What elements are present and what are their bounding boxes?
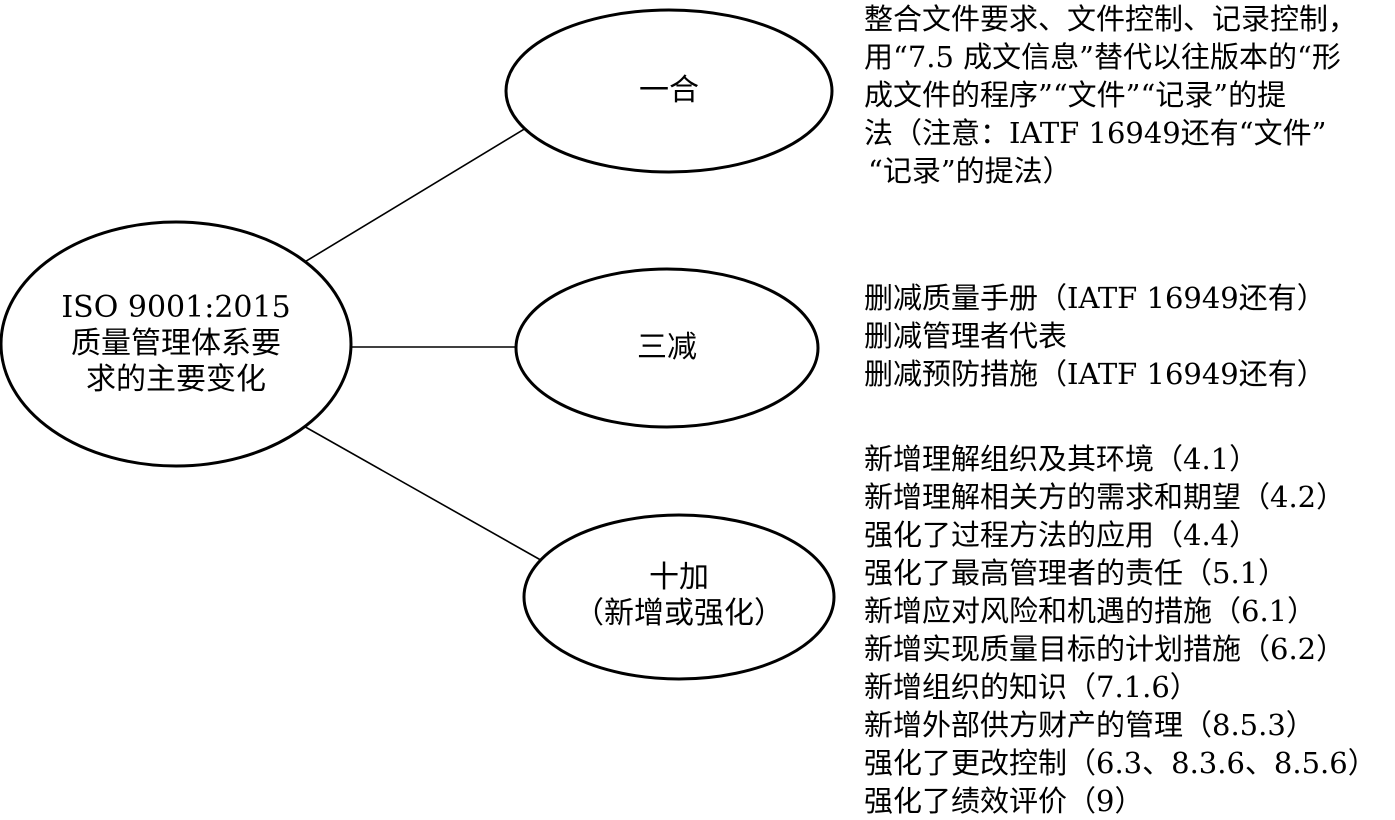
root-label-line: ISO 9001:2015	[61, 290, 291, 325]
root-label-line: 质量管理体系要	[71, 326, 281, 361]
branch-label-yihe: 一合	[569, 73, 769, 109]
detail-line: 新增外部供方财产的管理（8.5.3）	[864, 708, 1315, 742]
detail-line: 整合文件要求、文件控制、记录控制，	[864, 2, 1358, 36]
details-sanjian: 删减质量手册（IATF 16949还有） 删减管理者代表 删减预防措施（IATF…	[864, 279, 1326, 393]
detail-line: 删减预防措施（IATF 16949还有）	[864, 357, 1326, 391]
branch-node-yihe	[504, 8, 834, 174]
detail-line: 删减质量手册（IATF 16949还有）	[864, 281, 1326, 315]
detail-line: 新增理解相关方的需求和期望（4.2）	[864, 480, 1346, 514]
detail-line: 新增实现质量目标的计划措施（6.2）	[864, 632, 1346, 666]
root-label-line: 求的主要变化	[86, 362, 266, 397]
branch-label-sanjian: 三减	[567, 330, 767, 366]
connector-root-shijia	[292, 419, 547, 564]
detail-line: “记录”的提法）	[868, 154, 1072, 188]
detail-line: 新增理解组织及其环境（4.1）	[864, 442, 1259, 476]
details-shijia: 新增理解组织及其环境（4.1） 新增理解相关方的需求和期望（4.2） 强化了过程…	[864, 440, 1377, 820]
detail-line: 删减管理者代表	[864, 319, 1068, 353]
connector-root-yihe	[297, 124, 532, 267]
branch-label-line: （新增或强化）	[574, 596, 784, 631]
detail-line: 用“7.5 成文信息”替代以往版本的“形	[864, 40, 1341, 74]
detail-line: 强化了更改控制（6.3、8.3.6、8.5.6）	[864, 746, 1377, 780]
root-label: ISO 9001:2015 质量管理体系要 求的主要变化	[26, 290, 326, 398]
detail-line: 强化了最高管理者的责任（5.1）	[864, 556, 1288, 590]
branch-label-shijia: 十加 （新增或强化）	[564, 560, 794, 632]
branch-node-shijia	[522, 513, 836, 681]
detail-line: 成文件的程序”“文件”“记录”的提	[864, 78, 1287, 112]
root-node	[0, 220, 353, 468]
detail-line: 法（注意：IATF 16949还有“文件”	[864, 116, 1327, 150]
branch-label-line: 十加	[649, 560, 709, 595]
details-yihe: 整合文件要求、文件控制、记录控制， 用“7.5 成文信息”替代以往版本的“形 成…	[864, 0, 1357, 190]
detail-line: 强化了绩效评价（9）	[864, 784, 1144, 818]
detail-line: 新增组织的知识（7.1.6）	[864, 670, 1199, 704]
detail-line: 新增应对风险和机遇的措施（6.1）	[864, 594, 1317, 628]
branch-label-line: 三减	[637, 330, 697, 365]
branch-label-line: 一合	[639, 73, 699, 108]
detail-line: 强化了过程方法的应用（4.4）	[864, 518, 1259, 552]
branch-node-sanjian	[514, 267, 820, 429]
